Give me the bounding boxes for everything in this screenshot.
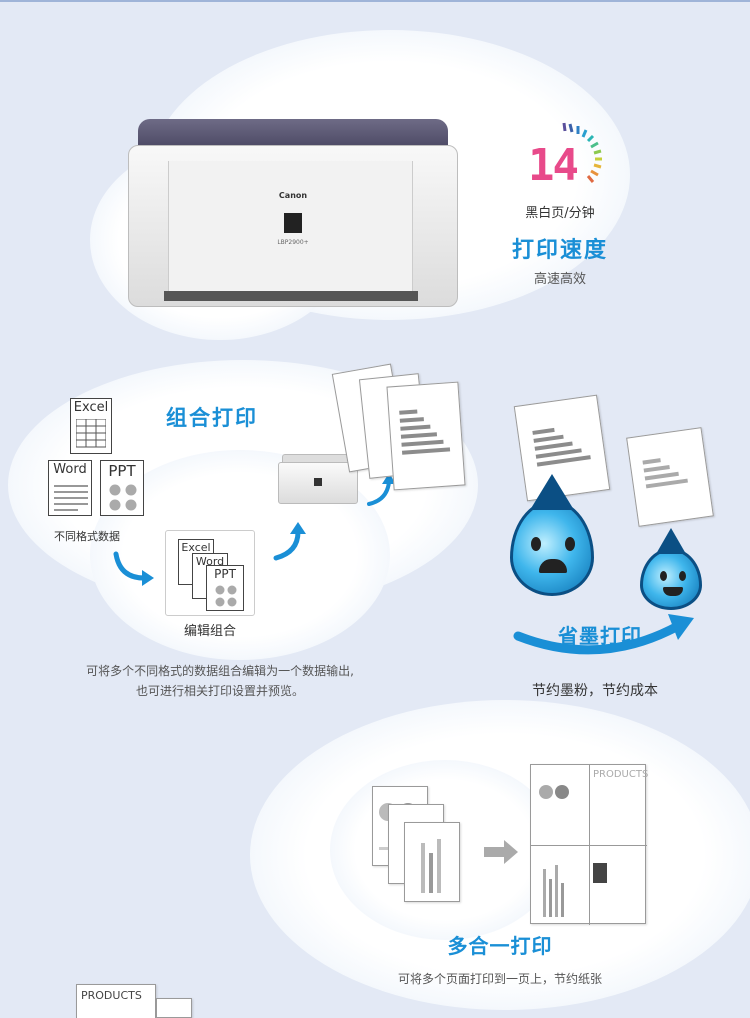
combine-desc-line1: 可将多个不同格式的数据组合编辑为一个数据输出, — [86, 664, 354, 678]
multi-output-sheet: PRODUCTS — [530, 764, 649, 925]
top-border — [0, 0, 750, 2]
ink-drop-large-tip — [530, 474, 574, 510]
edit-ppt-circles-icon — [215, 585, 237, 607]
doc-word-icon: Word — [48, 460, 92, 516]
printer-model: LBP2900+ — [277, 239, 309, 246]
arrow-up-curved-icon — [273, 522, 306, 561]
excel-grid-icon — [76, 419, 106, 448]
printer-brand: Canon — [278, 191, 308, 200]
multi-desc: 可将多个页面打印到一页上，节约纸张 — [397, 972, 602, 986]
ink-drop-small-tip — [656, 528, 686, 554]
printer-base — [164, 291, 418, 301]
doc-excel-label: Excel — [73, 400, 109, 415]
ppt-circles-icon — [109, 484, 137, 511]
source-caption: 不同格式数据 — [54, 530, 120, 543]
speed-subtitle: 高速高效 — [533, 272, 586, 287]
multi-output-products-label: PRODUCTS — [593, 769, 649, 780]
edit-ppt-label: PPT — [214, 567, 236, 581]
combine-desc-line2: 也可进行相关打印设置并预览。 — [135, 684, 304, 698]
edit-caption: 编辑组合 — [183, 624, 236, 639]
combine-output-sheets — [331, 363, 480, 498]
edit-excel-label: Excel — [181, 541, 211, 554]
printer-logo-icon — [284, 213, 302, 233]
multi-arrow-icon — [484, 840, 518, 864]
small-printer-image — [278, 454, 358, 506]
speed-number: 14 — [528, 140, 579, 191]
bottom-products-label: PRODUCTS — [81, 989, 142, 1002]
ink-drop-large-icon — [510, 500, 594, 596]
multi-input-pages — [372, 786, 492, 916]
ink-arrow-icon — [513, 614, 694, 655]
arrow-right-curved-icon — [113, 551, 154, 586]
speed-title: 打印速度 — [511, 238, 608, 263]
ink-title: 省墨打印 — [558, 624, 642, 648]
word-lines-icon — [54, 485, 88, 511]
speed-unit: 黑白页/分钟 — [525, 206, 595, 221]
speed-gauge — [518, 118, 608, 198]
bottom-products-sheet-back — [156, 998, 192, 1018]
ink-drop-small-icon — [640, 548, 702, 610]
ink-subtitle: 节约墨粉，节约成本 — [532, 683, 658, 699]
doc-excel-icon: Excel — [70, 398, 112, 454]
edit-word-label: Word — [195, 555, 225, 568]
edit-ppt-doc: PPT — [206, 565, 244, 611]
doc-ppt-label: PPT — [108, 462, 136, 480]
combine-title: 组合打印 — [166, 406, 258, 430]
bottom-products-sheet: PRODUCTS — [76, 984, 156, 1018]
multi-title: 多合一打印 — [447, 934, 553, 958]
speed-gauge-arc — [562, 122, 602, 183]
printer-image: Canon LBP2900+ — [128, 115, 458, 310]
doc-ppt-icon: PPT — [100, 460, 144, 516]
ink-sheet-small — [626, 427, 714, 527]
doc-word-label: Word — [53, 462, 87, 477]
edit-combine-box: Excel Word PPT — [165, 530, 255, 616]
